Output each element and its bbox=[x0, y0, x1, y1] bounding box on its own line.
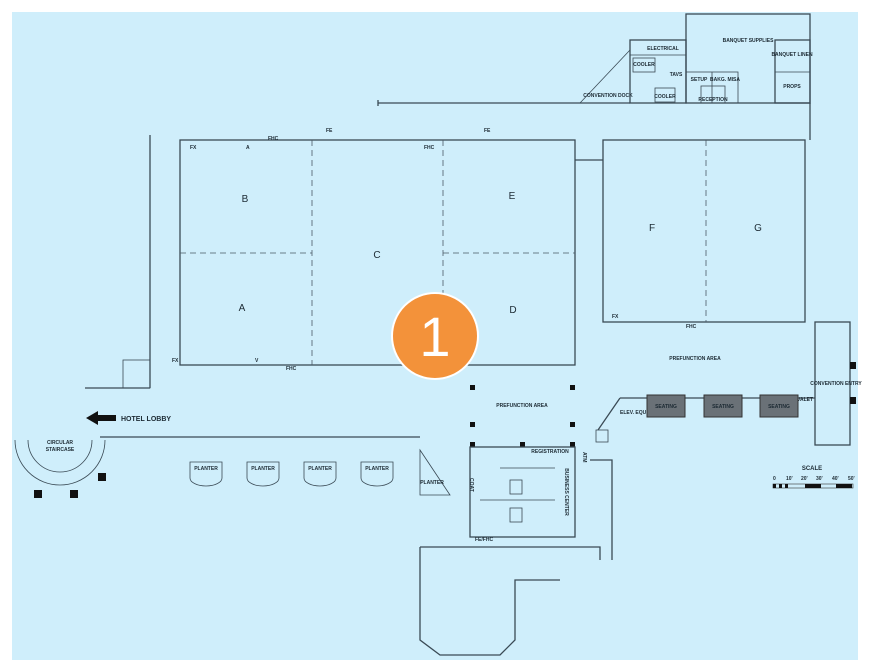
svg-text:PLANTER: PLANTER bbox=[308, 466, 332, 472]
label-v: V bbox=[255, 358, 259, 364]
svg-text:PLANTER: PLANTER bbox=[420, 480, 444, 486]
label-fe-fhc: FE/FHC bbox=[475, 537, 493, 543]
svg-text:SEATING: SEATING bbox=[768, 404, 790, 410]
arrow-left-icon bbox=[86, 411, 116, 425]
label-reception: RECEPTION bbox=[698, 97, 728, 103]
label-fe: FE bbox=[326, 128, 333, 134]
label-electrical: ELECTRICAL bbox=[647, 46, 679, 52]
scale-tick: 20' bbox=[801, 476, 808, 482]
seating-2: SEATING bbox=[703, 394, 743, 418]
label-fx-2: FX bbox=[172, 358, 179, 364]
label-fx: FX bbox=[190, 145, 197, 151]
room-d[interactable]: D bbox=[509, 305, 516, 316]
lower-building: REGISTRATION BUSINESS CENTER ATM FE/FHC … bbox=[419, 446, 613, 656]
room-c[interactable]: C bbox=[373, 250, 380, 261]
label-cooler: COOLER bbox=[633, 62, 655, 68]
label-valet: VALET bbox=[797, 397, 813, 403]
room-e[interactable]: E bbox=[509, 191, 516, 202]
label-props: PROPS bbox=[783, 84, 801, 90]
label-cooler-2: COOLER bbox=[654, 94, 676, 100]
scale-bar: SCALE 0 10' 20' 30' 40' 50' bbox=[772, 466, 855, 489]
label-fhc-4: FHC bbox=[686, 324, 697, 330]
label-banquet-supplies: BANQUET SUPPLIES bbox=[723, 38, 775, 44]
room-a[interactable]: A bbox=[239, 303, 246, 314]
label-fe-2: FE bbox=[484, 128, 491, 134]
label-fhc-2: FHC bbox=[424, 145, 435, 151]
planter-2: PLANTER bbox=[246, 461, 280, 487]
ballroom-f-g: F G FHC FX bbox=[575, 139, 806, 330]
planter-5: PLANTER bbox=[419, 448, 451, 496]
service-area: BANQUET SUPPLIES BANQUET LINEN PROPS ELE… bbox=[377, 13, 813, 140]
label-tavs: TAVS bbox=[670, 72, 683, 78]
room-b[interactable]: B bbox=[242, 194, 249, 205]
svg-text:SEATING: SEATING bbox=[712, 404, 734, 410]
label-banquet-linen: BANQUET LINEN bbox=[771, 52, 813, 58]
svg-text:PLANTER: PLANTER bbox=[251, 466, 275, 472]
label-elev-equip: ELEV. EQUIP. bbox=[620, 410, 652, 416]
svg-text:PLANTER: PLANTER bbox=[365, 466, 389, 472]
scale-tick: 10' bbox=[786, 476, 793, 482]
prefunction: PREFUNCTION AREA PREFUNCTION AREA CONVEN… bbox=[470, 321, 862, 447]
ballroom-a-e: B A C E D FX FHC FE FE FHC FX FHC V A bbox=[85, 128, 576, 389]
planter-3: PLANTER bbox=[303, 461, 337, 487]
scale-tick: 50' bbox=[848, 476, 855, 482]
label-fx-3: FX bbox=[612, 314, 619, 320]
svg-text:PLANTER: PLANTER bbox=[194, 466, 218, 472]
seating-1: SEATING bbox=[646, 394, 686, 418]
label-fhc: FHC bbox=[268, 136, 279, 142]
scale-tick: 30' bbox=[816, 476, 823, 482]
planter-4: PLANTER bbox=[360, 461, 394, 487]
label-a: A bbox=[246, 145, 250, 151]
scale-tick: 0 bbox=[773, 476, 776, 482]
label-fhc-3: FHC bbox=[286, 366, 297, 372]
label-circular: CIRCULAR bbox=[47, 440, 73, 446]
label-bakg: BAKG. MISA bbox=[710, 77, 740, 83]
room-f[interactable]: F bbox=[649, 223, 655, 234]
scale-title: SCALE bbox=[802, 466, 822, 472]
label-coat: COAT bbox=[468, 478, 474, 492]
label-convention-entry: CONVENTION ENTRY bbox=[810, 381, 862, 387]
room-g[interactable]: G bbox=[754, 223, 762, 234]
location-marker[interactable]: 1 bbox=[391, 292, 479, 380]
label-convention-dock: CONVENTION DOCK bbox=[583, 93, 633, 99]
label-registration: REGISTRATION bbox=[531, 449, 569, 455]
seating-3: SEATING bbox=[759, 394, 799, 418]
svg-text:SEATING: SEATING bbox=[655, 404, 677, 410]
label-staircase: STAIRCASE bbox=[46, 447, 75, 453]
label-prefunction-area: PREFUNCTION AREA bbox=[669, 356, 721, 362]
scale-tick: 40' bbox=[832, 476, 839, 482]
label-setup: SETUP bbox=[691, 77, 708, 83]
label-hotel-lobby[interactable]: HOTEL LOBBY bbox=[121, 416, 171, 423]
planter-1: PLANTER bbox=[189, 461, 223, 487]
label-prefunction-area-2: PREFUNCTION AREA bbox=[496, 403, 548, 409]
lobby-corridor: HOTEL LOBBY CIRCULAR STAIRCASE PLANTER P… bbox=[14, 411, 451, 498]
label-atm: ATM bbox=[581, 452, 587, 462]
label-business-center: BUSINESS CENTER bbox=[563, 468, 569, 516]
